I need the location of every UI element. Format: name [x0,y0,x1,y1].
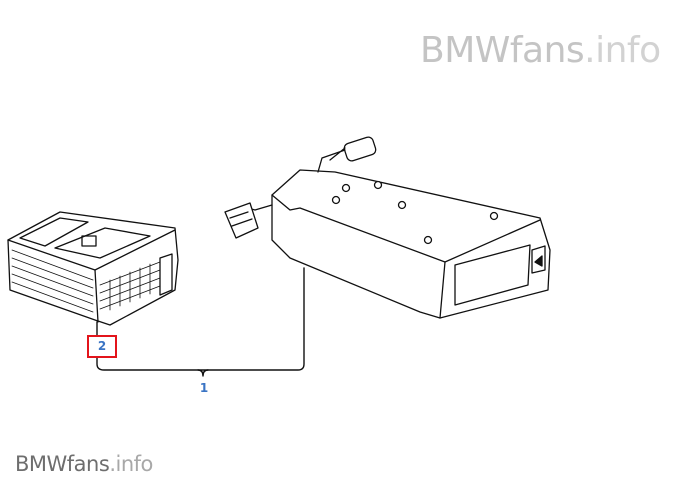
watermark-bottom: BMWfans.info [15,452,153,476]
leader-lines [96,267,305,377]
watermark-brand: BMWfans [15,452,110,476]
callout-1[interactable]: 1 [199,381,209,395]
large-unit-drawing [224,136,551,319]
callout-2-highlighted[interactable]: 2 [87,335,117,358]
watermark-suffix: .info [109,452,153,476]
watermark-suffix: .info [584,30,661,71]
watermark-top: BMWfans.info [420,30,661,71]
watermark-brand: BMWfans [420,30,585,71]
part-2-unit-drawing[interactable] [7,211,179,326]
